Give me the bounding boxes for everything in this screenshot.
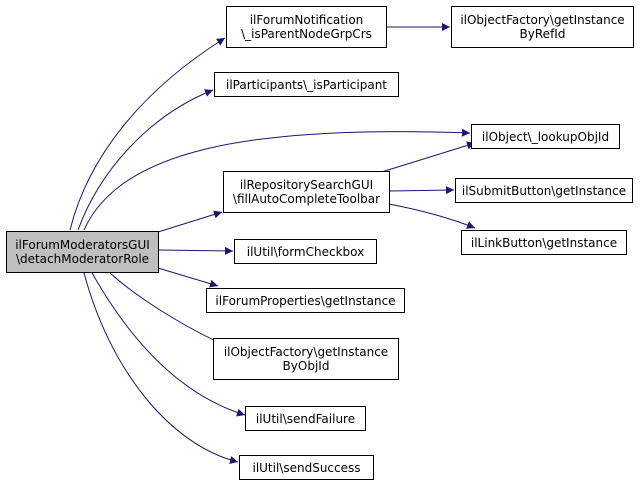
node-root-line-1: ilForumModeratorsGUI xyxy=(15,238,150,252)
node-lookup-obj-id[interactable]: ilObject\_lookupObjId xyxy=(471,124,620,149)
node-send-failure-label: ilUtil\sendFailure xyxy=(255,411,356,426)
node-form-checkbox[interactable]: ilUtil\formCheckbox xyxy=(234,239,377,264)
edge-root-to-repository-search xyxy=(157,210,223,233)
node-factory-by-ref-line-1: ilObjectFactory\getInstance xyxy=(460,13,625,27)
node-factory-by-ref-line-2: ByRefId xyxy=(519,27,566,41)
node-factory-by-obj-line-1: ilObjectFactory\getInstance xyxy=(223,345,389,359)
node-send-success-label: ilUtil\sendSuccess xyxy=(252,460,361,475)
node-participants-label: ilParticipants\_isParticipant xyxy=(225,77,388,92)
node-form-checkbox-label: ilUtil\formCheckbox xyxy=(246,244,365,259)
edge-repository-search-to-submit-button xyxy=(388,186,455,195)
edge-root-to-lookup-obj-id xyxy=(83,128,471,231)
node-send-success[interactable]: ilUtil\sendSuccess xyxy=(239,455,374,480)
edge-root-to-send-failure xyxy=(91,272,246,417)
node-submit-button-label: ilSubmitButton\getInstance xyxy=(461,183,627,198)
node-link-button-label: ilLinkButton\getInstance xyxy=(470,235,618,250)
node-root[interactable]: ilForumModeratorsGUI\detachModeratorRole xyxy=(6,231,159,273)
node-factory-by-obj-line-2: ByObjId xyxy=(282,359,330,373)
node-repository-search-line-2: \fillAutoCompleteToolbar xyxy=(232,192,381,206)
edge-root-to-send-success xyxy=(83,272,239,464)
edge-root-to-forum-properties xyxy=(157,267,219,288)
node-participants[interactable]: ilParticipants\_isParticipant xyxy=(214,72,399,97)
node-send-failure[interactable]: ilUtil\sendFailure xyxy=(245,406,366,431)
edge-root-to-factory-by-obj xyxy=(109,272,226,346)
node-submit-button[interactable]: ilSubmitButton\getInstance xyxy=(455,178,633,203)
node-forum-notification-line-1: ilForumNotification xyxy=(249,13,364,27)
node-lookup-obj-id-label: ilObject\_lookupObjId xyxy=(481,129,610,144)
node-repository-search[interactable]: ilRepositorySearchGUI\fillAutoCompleteTo… xyxy=(223,171,390,213)
edge-root-to-forum-notification xyxy=(69,37,226,231)
node-forum-notification-line-2: \_isParentNodeGrpCrs xyxy=(241,27,372,41)
node-forum-properties[interactable]: ilForumProperties\getInstance xyxy=(206,288,405,313)
node-repository-search-line-1: ilRepositorySearchGUI xyxy=(239,178,374,192)
edge-repository-search-to-link-button xyxy=(388,203,476,229)
edge-root-to-form-checkbox xyxy=(157,246,234,255)
edge-repository-search-to-lookup-obj-id xyxy=(371,141,476,176)
node-forum-properties-label: ilForumProperties\getInstance xyxy=(215,293,396,308)
node-root-line-2: \detachModeratorRole xyxy=(15,252,150,266)
edge-root-to-participants xyxy=(77,89,214,231)
node-forum-notification[interactable]: ilForumNotification\_isParentNodeGrpCrs xyxy=(226,6,387,48)
node-link-button[interactable]: ilLinkButton\getInstance xyxy=(461,230,627,255)
